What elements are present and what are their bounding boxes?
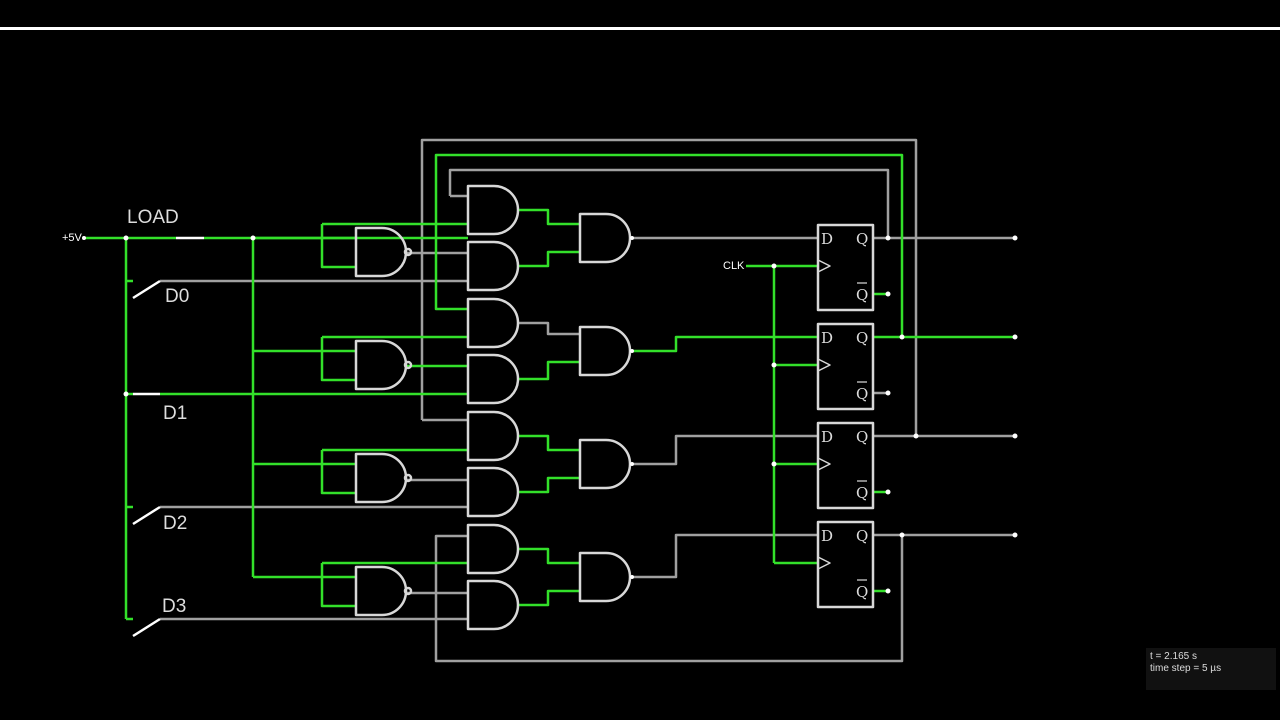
junction-dots	[82, 235, 1018, 594]
flip-flops	[816, 223, 875, 609]
load-label: LOAD	[127, 207, 179, 228]
and-gate	[578, 325, 632, 377]
nand-gate	[354, 565, 413, 617]
clk-label: CLK	[723, 260, 745, 272]
d0-label: D0	[165, 286, 190, 307]
nand-gate	[354, 339, 413, 391]
d-flip-flop	[816, 223, 875, 312]
time-readout: t = 2.165 s	[1150, 651, 1197, 662]
ff0-qbar-label: Q	[856, 286, 868, 304]
d-flip-flop	[816, 520, 875, 609]
low-wires	[160, 138, 1015, 663]
d-flip-flop	[816, 421, 875, 510]
and-gate	[466, 297, 520, 349]
and-gates	[466, 184, 520, 631]
ff1-qbar-label: Q	[856, 385, 868, 403]
d0-switch[interactable]	[132, 279, 161, 300]
ff3-q-label: Q	[856, 527, 868, 545]
nand-gate	[354, 452, 413, 504]
ff1-q-label: Q	[856, 329, 868, 347]
scrollbar[interactable]	[1276, 30, 1280, 690]
output-gates	[578, 212, 632, 603]
window-top-border	[0, 27, 1280, 30]
d2-label: D2	[163, 513, 188, 534]
and-gate	[466, 184, 520, 236]
ff0-d-label: D	[821, 230, 833, 248]
and-gate	[578, 551, 632, 603]
ff0-q-label: Q	[856, 230, 868, 248]
and-gate	[466, 410, 520, 462]
input-nand-gates	[354, 226, 413, 617]
d2-switch[interactable]	[132, 505, 161, 526]
ff3-qbar-label: Q	[856, 583, 868, 601]
and-gate	[578, 212, 632, 264]
d1-label: D1	[163, 403, 188, 424]
simulation-status: t = 2.165 s time step = 5 µs	[1146, 648, 1276, 690]
d3-label: D3	[162, 596, 187, 617]
supply-label: +5V	[62, 232, 82, 244]
d3-switch[interactable]	[132, 617, 161, 638]
d-flip-flop	[816, 322, 875, 411]
ff1-d-label: D	[821, 329, 833, 347]
ff3-d-label: D	[821, 527, 833, 545]
ff2-q-label: Q	[856, 428, 868, 446]
ff2-qbar-label: Q	[856, 484, 868, 502]
and-gate	[466, 353, 520, 405]
and-gate	[466, 466, 520, 518]
and-gate	[466, 240, 520, 292]
and-gate	[578, 438, 632, 490]
ff2-d-label: D	[821, 428, 833, 446]
high-wires	[84, 153, 1015, 621]
time-step-readout: time step = 5 µs	[1150, 663, 1222, 674]
ff-labels: D Q Q D Q Q D Q Q D Q Q	[821, 230, 868, 601]
and-gate	[466, 579, 520, 631]
and-gate	[466, 523, 520, 575]
nand-gate	[354, 226, 413, 278]
